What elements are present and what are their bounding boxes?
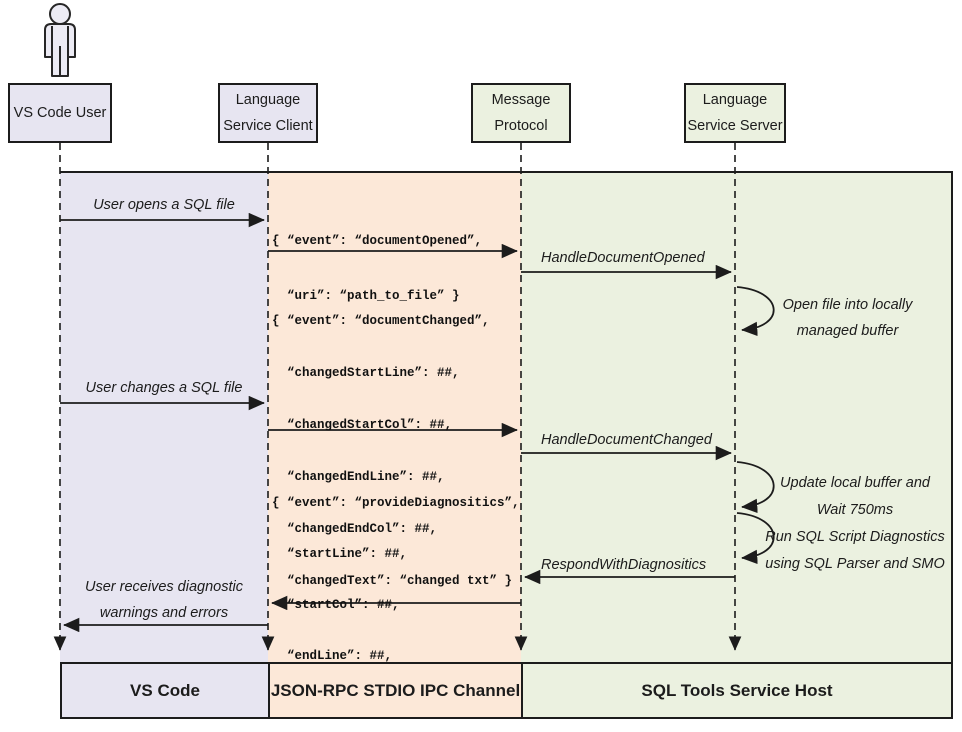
label-user-receives: User receives diagnostic warnings and er…: [85, 579, 243, 621]
actor-language-service-client: Language Service Client: [218, 83, 318, 143]
actor-label-line2: Service Server: [687, 118, 783, 134]
swimlane-region: [60, 171, 953, 662]
note-open-file: Open file into locally managed buffer: [782, 297, 913, 339]
loop-run-diagnostics: [736, 512, 775, 565]
payload-document-opened: { “event”: “documentOpened”, “uri”: “pat…: [272, 234, 483, 303]
actor-label-line1: Language: [702, 92, 768, 108]
footer-service-host: SQL Tools Service Host: [521, 664, 951, 717]
actor-label-line2: Service Client: [223, 118, 313, 134]
actor-label-line1: Language: [235, 92, 301, 108]
actor-message-protocol: Message Protocol: [471, 83, 571, 143]
footer-row: VS Code JSON-RPC STDIO IPC Channel SQL T…: [60, 662, 953, 719]
footer-vscode: VS Code: [62, 664, 268, 717]
actor-label-line2: Protocol: [494, 118, 548, 134]
actor-label-line1: Message: [491, 92, 551, 108]
loop-open-file: [736, 286, 775, 337]
label-handle-document-changed: HandleDocumentChanged: [541, 432, 712, 448]
band-vscode: [60, 173, 268, 662]
label-user-changes: User changes a SQL file: [85, 380, 243, 396]
loop-update-buffer: [736, 461, 775, 514]
person-icon: [44, 3, 76, 77]
payload-document-changed: { “event”: “documentChanged”, “changedSt…: [272, 314, 513, 588]
note-update-buffer: Update local buffer and Wait 750ms: [780, 475, 930, 518]
band-service-host: [521, 173, 951, 662]
actor-label: VS Code User: [13, 105, 107, 121]
actor-vscode-user: VS Code User: [8, 83, 112, 143]
note-run-diagnostics: Run SQL Script Diagnostics using SQL Par…: [765, 529, 945, 572]
footer-ipc-channel: JSON-RPC STDIO IPC Channel: [268, 664, 521, 717]
actor-language-service-server: Language Service Server: [684, 83, 786, 143]
label-user-opens: User opens a SQL file: [93, 197, 235, 213]
payload-provide-diagnostics: { “event”: “provideDiagnositics”, “start…: [272, 496, 520, 714]
band-ipc-channel: [268, 173, 521, 662]
label-respond-with-diagnostics: RespondWithDiagnositics: [541, 557, 707, 573]
label-handle-document-opened: HandleDocumentOpened: [541, 250, 705, 266]
